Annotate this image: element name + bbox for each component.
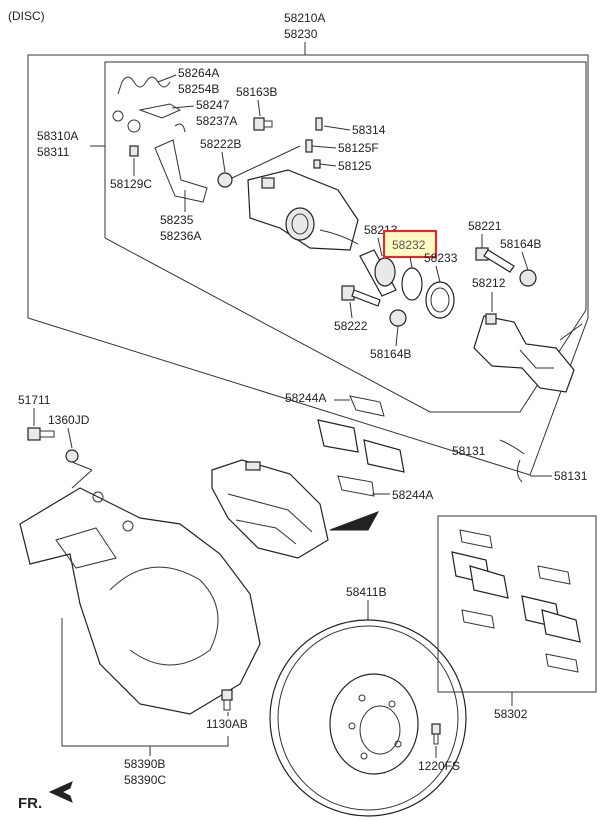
leader-line (71, 469, 93, 489)
leader-line (67, 427, 73, 449)
callout-58244A-bottom[interactable]: 58244A (392, 488, 433, 502)
leader-line (409, 256, 413, 269)
assembled-caliper-part (211, 459, 329, 559)
small-bolt-part (129, 145, 139, 157)
leader-line (377, 237, 383, 257)
brake-pad-set-part (317, 395, 405, 497)
leader-line (521, 251, 529, 271)
callout-58390C[interactable]: 58390C (124, 773, 166, 787)
callout-58244A-top[interactable]: 58244A (285, 391, 326, 405)
callout-58411B[interactable]: 58411B (346, 585, 386, 599)
callout-58314[interactable]: 58314 (352, 123, 386, 137)
carrier-bracket-part (473, 313, 575, 393)
callout-58233[interactable]: 58233 (424, 251, 458, 265)
callout-58125F[interactable]: 58125F (338, 141, 379, 155)
callout-58311[interactable]: 58311 (37, 145, 70, 159)
callout-58221[interactable]: 58221 (468, 219, 502, 233)
caliper-assembly-frame (27, 54, 589, 476)
leader-line (323, 125, 351, 131)
front-direction-label: FR. (18, 795, 42, 812)
leader-line (435, 265, 441, 283)
leader-line (231, 145, 301, 179)
hub-bolt-part (27, 427, 55, 441)
callout-58210A[interactable]: 58210A (284, 11, 325, 25)
leader-line (221, 151, 226, 173)
callout-58390B[interactable]: 58390B (124, 757, 165, 771)
leader-line (311, 145, 337, 149)
callout-58222[interactable]: 58222 (334, 319, 368, 333)
callout-1360JD[interactable]: 1360JD (48, 413, 90, 427)
piston-seal-part (401, 267, 423, 301)
leader-line (319, 163, 337, 167)
leader-line (395, 325, 399, 347)
washer-part (65, 449, 79, 463)
return-spring-part (117, 76, 171, 95)
wear-indicator-part (516, 459, 523, 483)
leader-line (559, 323, 583, 341)
callout-58247[interactable]: 58247 (196, 98, 230, 112)
bleeder-screw-part (305, 117, 323, 169)
callout-58235[interactable]: 58235 (160, 213, 194, 227)
callout-58164B-right[interactable]: 58164B (500, 237, 541, 251)
guide-pin-58221-part (475, 247, 515, 273)
backing-plate-bolt-part (221, 689, 233, 711)
dust-boot-part (425, 281, 455, 319)
callout-58254B[interactable]: 58254B (178, 82, 219, 96)
callout-58129C[interactable]: 58129C (110, 177, 152, 191)
bolt-58163B-part (253, 117, 273, 131)
callout-58232[interactable]: 58232 (392, 238, 426, 252)
parking-brake-bracket-part (154, 123, 208, 203)
callout-58310A[interactable]: 58310A (37, 129, 78, 143)
callout-58212[interactable]: 58212 (472, 276, 506, 290)
callout-58237A[interactable]: 58237A (196, 114, 237, 128)
pad-kit-box (437, 515, 597, 693)
disc-screw-part (431, 723, 441, 745)
leader-line (157, 74, 177, 83)
wear-indicator-part (499, 439, 525, 455)
brake-disc-part (269, 619, 467, 817)
callout-1220FS[interactable]: 1220FS (418, 759, 460, 773)
callout-58131-right[interactable]: 58131 (554, 469, 588, 483)
leader-line (71, 461, 93, 471)
callout-58164B-bottom[interactable]: 58164B (370, 347, 411, 361)
arrow-part (329, 511, 380, 531)
boot-58164B-lower-part (389, 309, 407, 327)
callout-58131-left[interactable]: 58131 (452, 444, 486, 458)
callout-58264A[interactable]: 58264A (178, 66, 219, 80)
boot-58164B-part (519, 269, 537, 287)
leader-line (349, 301, 353, 319)
front-direction-arrow-icon (48, 781, 73, 803)
callout-58222B[interactable]: 58222B (200, 137, 241, 151)
callout-58163B[interactable]: 58163B (236, 85, 277, 99)
callout-58125[interactable]: 58125 (338, 159, 372, 173)
guide-pin-58222-part (341, 285, 381, 307)
leader-line (171, 105, 195, 109)
leader-line (61, 618, 229, 747)
callout-51711[interactable]: 51711 (18, 393, 51, 407)
disc-tag: (DISC) (8, 9, 45, 23)
caliper-body-part (247, 169, 359, 251)
bushing-part (217, 172, 233, 188)
callout-1130AB[interactable]: 1130AB (206, 717, 248, 731)
pad-kit-contents-part (451, 529, 581, 673)
caliper-subassembly-frame (104, 61, 587, 413)
callout-58230[interactable]: 58230 (284, 27, 318, 41)
callout-58236A[interactable]: 58236A (160, 229, 201, 243)
backing-plate-part (19, 487, 261, 715)
lever-bracket-part (112, 103, 182, 133)
callout-58302[interactable]: 58302 (494, 707, 528, 721)
leader-line (257, 99, 261, 117)
